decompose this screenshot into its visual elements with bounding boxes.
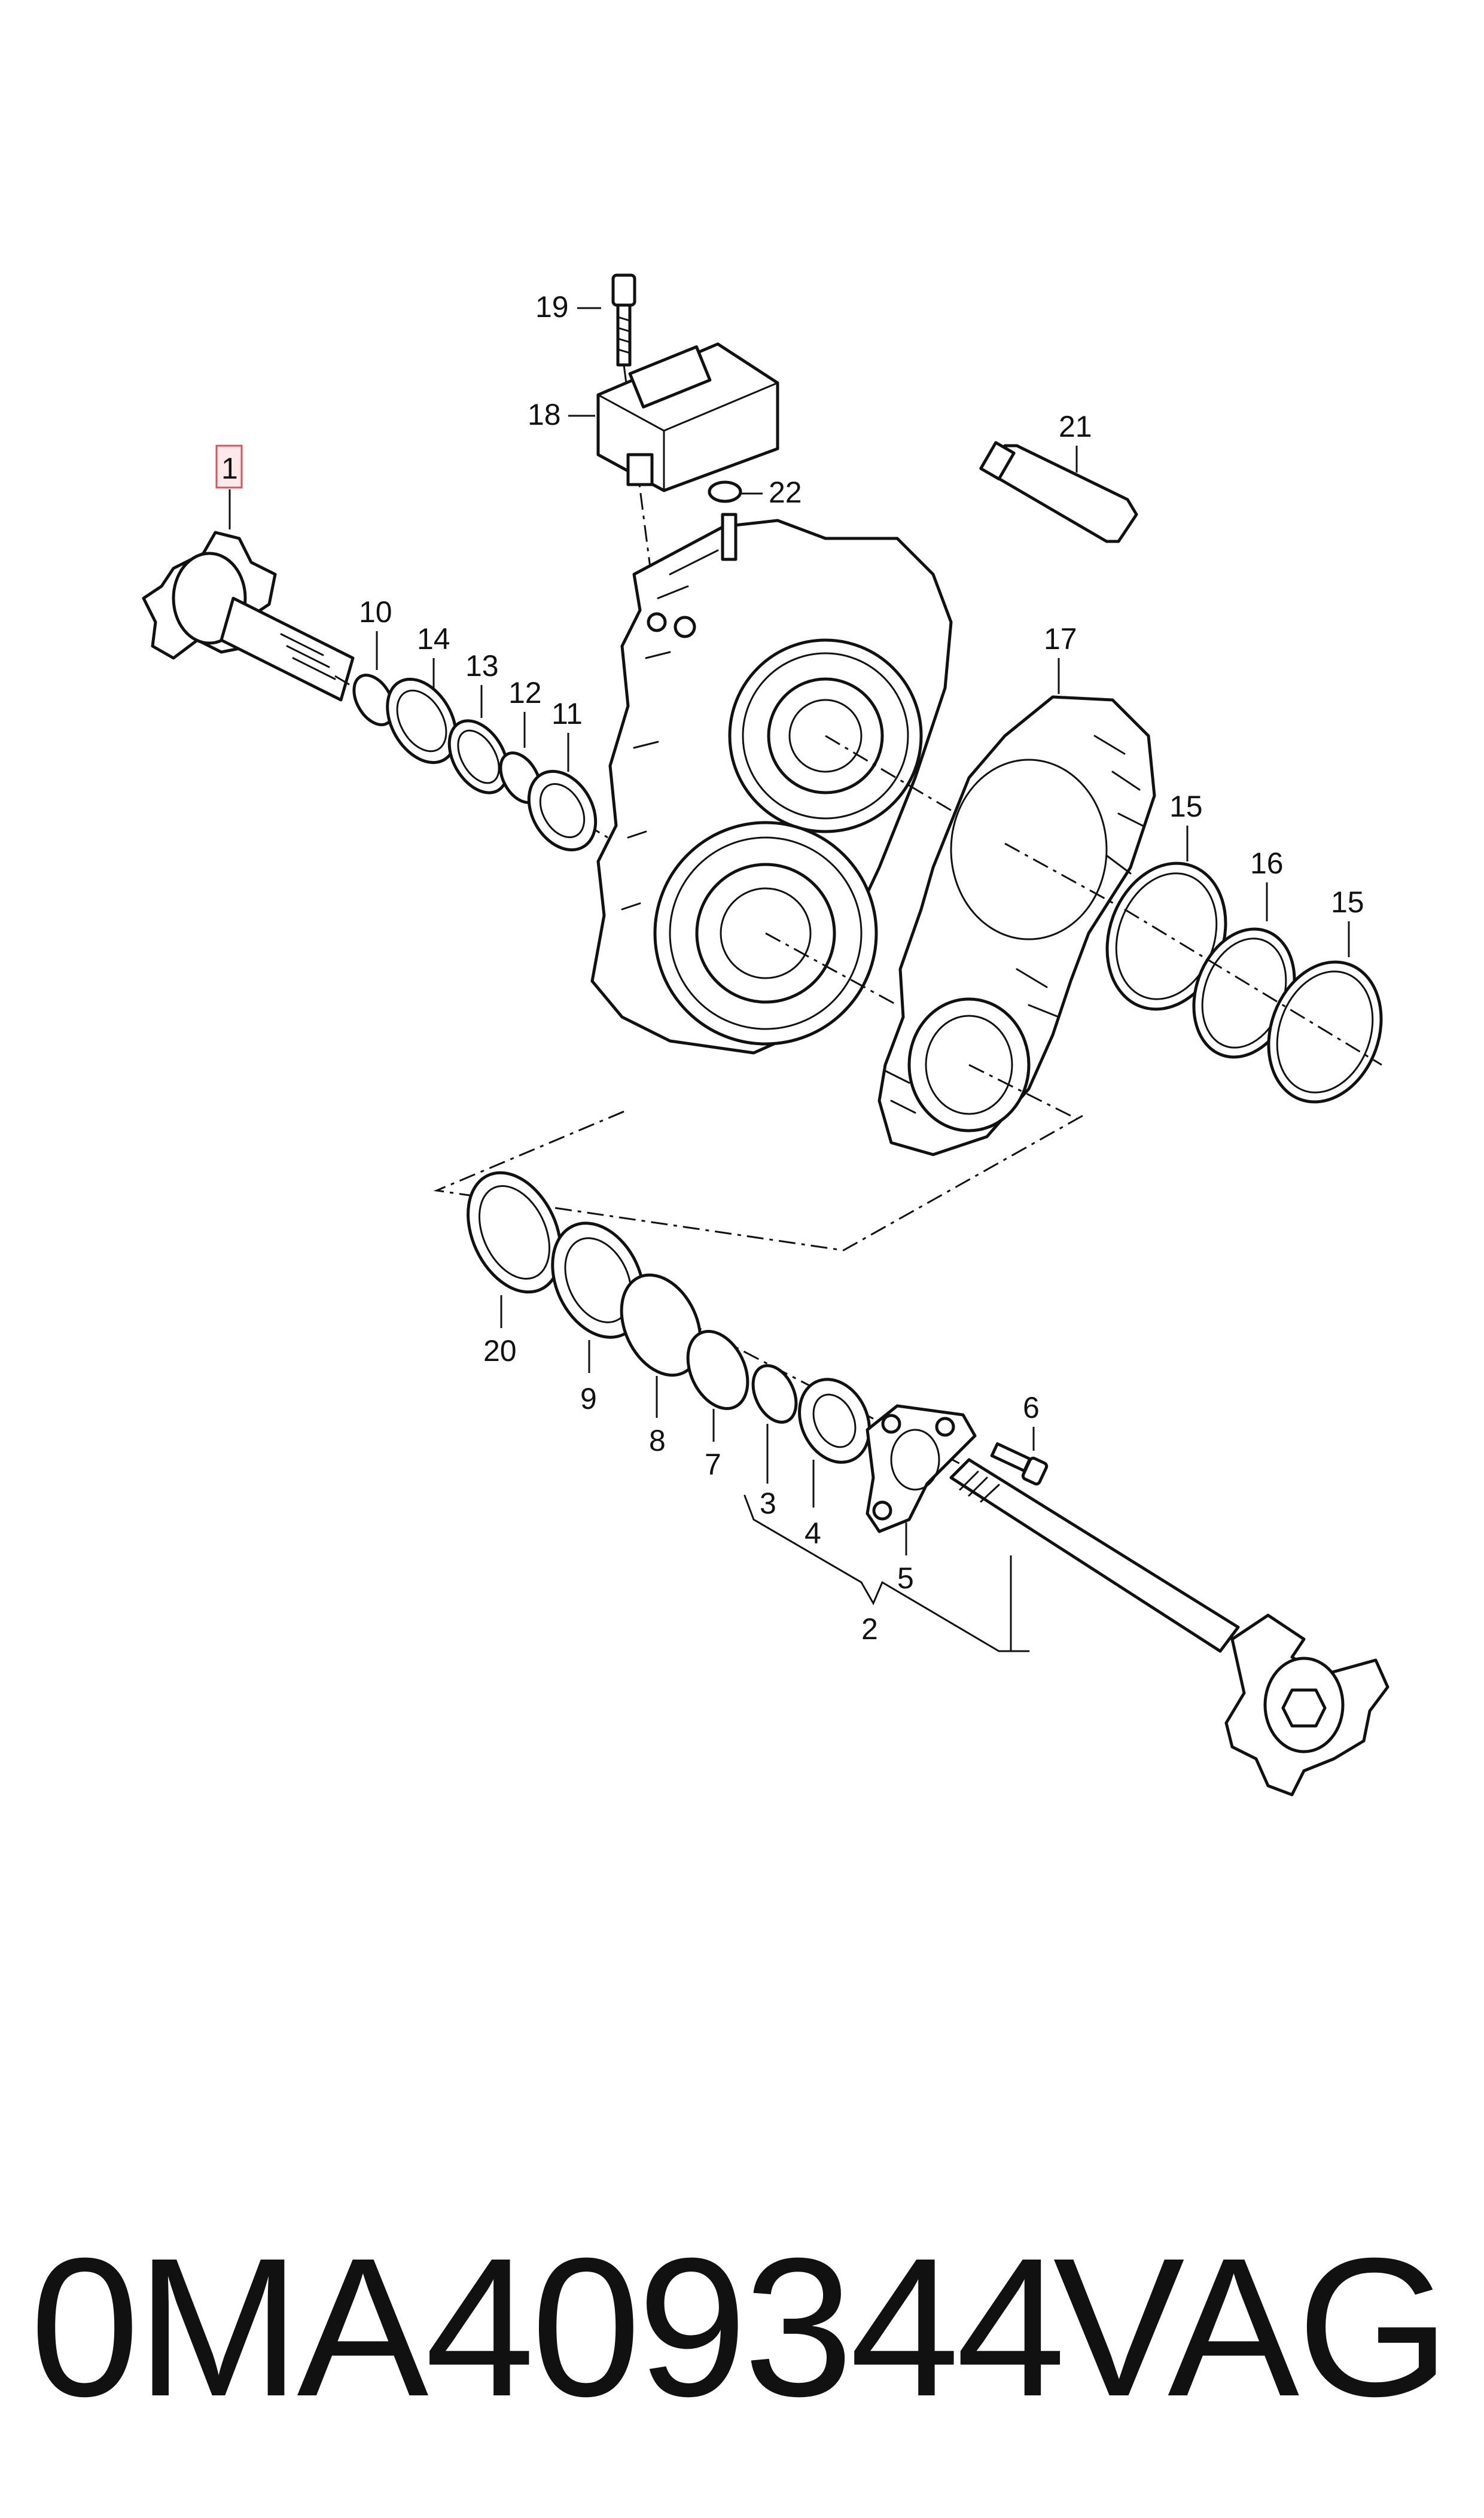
- callout-1[interactable]: 1: [221, 452, 238, 485]
- callout-10[interactable]: 10: [359, 595, 392, 629]
- callout-14[interactable]: 14: [417, 622, 450, 656]
- part-22-seal-ring[interactable]: [708, 480, 742, 503]
- callout-20[interactable]: 20: [483, 1334, 517, 1368]
- part-5-cover-plate[interactable]: [866, 1404, 977, 1533]
- part-21-sealant-tube[interactable]: [979, 441, 1138, 543]
- callout-6[interactable]: 6: [1023, 1391, 1040, 1424]
- callout-7[interactable]: 7: [705, 1448, 721, 1481]
- callout-18[interactable]: 18: [528, 398, 561, 431]
- part-19-bolt[interactable]: [611, 273, 636, 367]
- part-3-circlip[interactable]: [745, 1359, 805, 1429]
- callout-8[interactable]: 8: [649, 1424, 666, 1457]
- callout-11[interactable]: 11: [551, 697, 583, 730]
- part-10-ring[interactable]: [346, 668, 401, 732]
- part-18-control-unit[interactable]: [596, 342, 779, 492]
- part-number: 0MA409344: [30, 2216, 1066, 2437]
- callout-1-highlight: [215, 444, 243, 489]
- part-15-ring-b[interactable]: [1250, 946, 1400, 1118]
- callout-16[interactable]: 16: [1250, 847, 1284, 880]
- part-8-ring[interactable]: [606, 1262, 715, 1388]
- part-2-output-shaft[interactable]: [949, 1458, 1389, 1797]
- caption-bar: 0MA409344 VAG: [0, 2213, 1484, 2465]
- part-14-seal[interactable]: [373, 667, 470, 775]
- callout-12[interactable]: 12: [508, 676, 542, 710]
- callout-21[interactable]: 21: [1059, 410, 1092, 443]
- part-11-bearing[interactable]: [516, 759, 610, 861]
- part-13-seal[interactable]: [437, 711, 520, 803]
- callout-19[interactable]: 19: [535, 290, 569, 324]
- part-6-bolt[interactable]: [990, 1442, 1049, 1486]
- brand-name: VAG: [1053, 2216, 1451, 2437]
- flange-shaft-part[interactable]: [142, 531, 355, 702]
- callout-9[interactable]: 9: [580, 1382, 597, 1415]
- callout-2[interactable]: 2: [861, 1612, 878, 1646]
- callout-15b[interactable]: 15: [1331, 885, 1364, 919]
- part-7-ring[interactable]: [676, 1322, 759, 1418]
- callout-22[interactable]: 22: [769, 476, 802, 509]
- callout-5[interactable]: 5: [897, 1561, 914, 1595]
- callout-15a[interactable]: 15: [1169, 790, 1203, 823]
- transmission-housing[interactable]: [590, 513, 953, 1055]
- part-20-seal[interactable]: [450, 1158, 579, 1307]
- callout-17[interactable]: 17: [1044, 622, 1077, 656]
- callout-4[interactable]: 4: [805, 1517, 821, 1550]
- part-4-bearing[interactable]: [787, 1368, 883, 1474]
- callout-13[interactable]: 13: [465, 649, 499, 683]
- callout-3[interactable]: 3: [760, 1487, 776, 1520]
